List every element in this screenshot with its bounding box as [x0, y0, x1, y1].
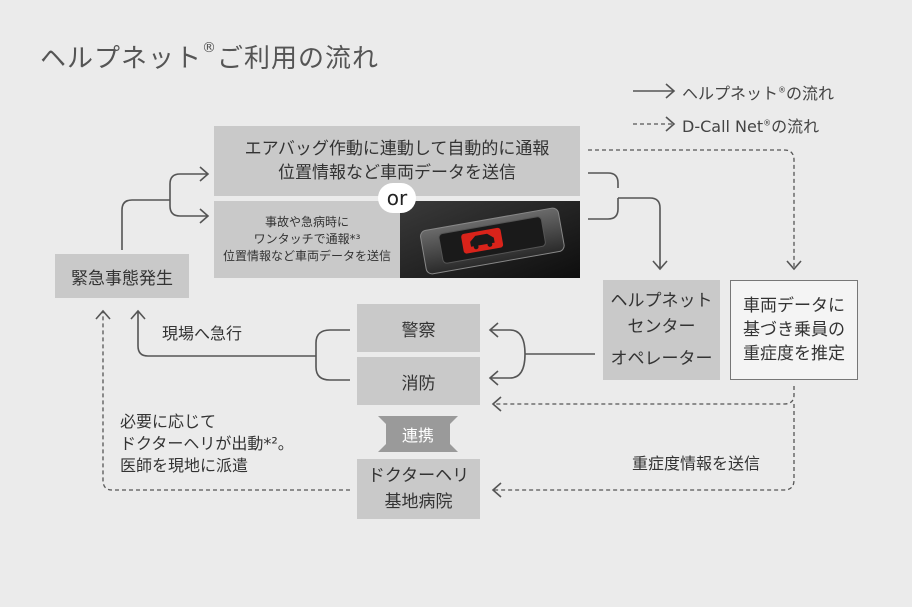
dcall-net-arrowhead — [786, 260, 802, 271]
title-main: ヘルプネット — [40, 44, 203, 74]
legend-dashed-label: D-Call Net®の流れ — [682, 117, 820, 136]
or-badge: or — [378, 183, 416, 213]
doctor-heli-hospital-box: ドクターヘリ 基地病院 — [357, 459, 480, 519]
branch-to-airbag-arrow — [169, 166, 210, 200]
airbag-line2: 位置情報など車両データを送信 — [278, 163, 516, 183]
vehicle-line3: 重症度を推定 — [743, 344, 845, 364]
helpnet-center-box: ヘルプネット センター オペレーター — [603, 280, 720, 380]
manual-line3: 位置情報など車両データを送信 — [222, 249, 391, 263]
page-title: ヘルプネット®ご利用の流れ — [40, 38, 379, 75]
manual-merge-connector — [588, 198, 619, 220]
title-rest: ご利用の流れ — [217, 44, 380, 74]
to-fire-arrow — [488, 353, 526, 386]
rush-to-scene-arrow — [130, 309, 316, 357]
fire-department-box: 消防 — [357, 357, 480, 405]
airbag-line1: エアバッグ作動に連動して自動的に通報 — [244, 139, 550, 159]
to-helpnet-center-arrow — [618, 197, 668, 271]
vehicle-line1: 車両データに — [743, 296, 845, 316]
hospital-line2: 基地病院 — [384, 492, 453, 512]
to-police-arrow — [488, 322, 526, 355]
legend-solid-arrow — [633, 83, 676, 99]
cooperation-label: 連携 — [401, 426, 434, 445]
hospital-to-emergency-arrowhead — [95, 309, 111, 320]
emergency-up-connector — [121, 199, 170, 250]
severity-estimation-box: 車両データに 基づき乗員の 重症度を推定 — [730, 280, 858, 380]
manual-report-box: 事故や急病時に ワンタッチで通報*³ 位置情報など車両データを送信 — [214, 201, 400, 278]
police-box: 警察 — [357, 304, 480, 352]
center-line1: ヘルプネット — [610, 291, 713, 311]
sos-button-photo — [400, 201, 580, 278]
send-severity-label: 重症度情報を送信 — [632, 454, 761, 473]
dcall-net-dashed-line — [588, 149, 795, 268]
center-line2: センター — [627, 317, 696, 337]
hospital-line1: ドクターヘリ — [367, 466, 470, 486]
doctor-line2: ドクターヘリが出動*²。 — [120, 434, 294, 453]
legend-solid-label: ヘルプネット®の流れ — [682, 84, 835, 103]
doctor-line3: 医師を現地に派遣 — [120, 456, 249, 475]
cooperation-arrow — [372, 416, 464, 452]
fire-out-connector — [315, 356, 350, 381]
manual-line1: 事故や急病時に — [264, 215, 349, 229]
emergency-occurrence-box: 緊急事態発生 — [55, 254, 189, 298]
center-line3: オペレーター — [610, 349, 713, 369]
severity-to-fire-dashed — [494, 386, 795, 405]
hospital-to-emergency-dashed — [102, 312, 350, 491]
doctor-note: 必要に応じて ドクターヘリが出動*²。 医師を現地に派遣 — [120, 411, 294, 477]
branch-to-manual-arrow — [169, 200, 210, 224]
manual-line2: ワンタッチで通報*³ — [253, 232, 361, 246]
severity-to-fire-arrowhead — [491, 396, 502, 412]
rush-to-scene-label: 現場へ急行 — [162, 324, 243, 343]
vehicle-line2: 基づき乗員の — [743, 320, 845, 340]
severity-to-hospital-dashed — [494, 404, 795, 491]
doctor-line1: 必要に応じて — [120, 412, 217, 431]
police-out-connector — [315, 329, 350, 356]
legend-dashed-arrowhead — [665, 116, 676, 132]
airbag-merge-connector — [588, 172, 619, 188]
severity-to-hospital-arrowhead — [491, 482, 502, 498]
registered-mark: ® — [202, 40, 218, 56]
